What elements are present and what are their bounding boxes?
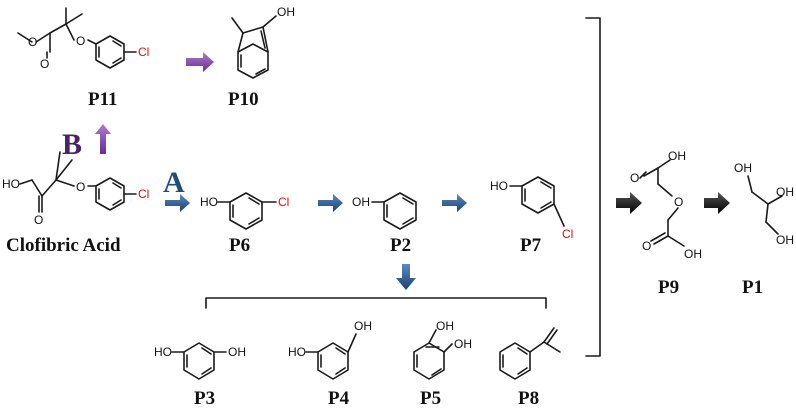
atom-label: OH bbox=[454, 337, 472, 351]
pathway-label-b: B bbox=[62, 128, 82, 161]
molecule-p6: HO Cl bbox=[200, 192, 289, 230]
atom-label-cl: Cl bbox=[562, 227, 573, 241]
arrow-a-2 bbox=[318, 194, 343, 212]
label-p6: P6 bbox=[229, 235, 250, 256]
atom-label: HO bbox=[2, 177, 20, 191]
atom-label: OH bbox=[354, 319, 372, 333]
atom-label: OH bbox=[352, 195, 370, 209]
atom-label: OH bbox=[776, 233, 794, 247]
molecule-p4: HO OH bbox=[288, 319, 372, 380]
atom-label: O bbox=[40, 57, 49, 71]
atom-label-cl: Cl bbox=[138, 45, 149, 59]
atom-label: HO bbox=[490, 179, 508, 193]
label-p11: P11 bbox=[88, 89, 118, 110]
pathway-label-a: A bbox=[163, 166, 185, 199]
arrow-a-1 bbox=[165, 194, 190, 212]
atom-label: HO bbox=[200, 195, 218, 209]
label-p1: P1 bbox=[742, 277, 763, 298]
atom-label: OH bbox=[668, 149, 686, 163]
arrow-p2-down bbox=[396, 264, 416, 290]
label-p7: P7 bbox=[520, 235, 542, 256]
molecule-p11: O O O Cl bbox=[17, 7, 149, 71]
label-clofibric-acid: Clofibric Acid bbox=[6, 235, 121, 256]
molecule-p1: OH OH OH bbox=[734, 161, 794, 247]
label-p4: P4 bbox=[328, 388, 350, 409]
molecule-p8 bbox=[499, 327, 561, 380]
atom-label-cl: Cl bbox=[138, 187, 149, 201]
bracket-p3-p8 bbox=[205, 297, 547, 309]
label-p5: P5 bbox=[420, 388, 441, 409]
atom-label: OH bbox=[228, 345, 246, 359]
molecule-p2: OH bbox=[352, 192, 417, 230]
atom-label: O bbox=[674, 195, 683, 209]
label-p9: P9 bbox=[658, 277, 679, 298]
atom-label: O bbox=[28, 35, 37, 49]
arrow-to-p1 bbox=[704, 192, 730, 214]
label-p10: P10 bbox=[228, 89, 259, 110]
molecule-clofibric-acid: HO O O Cl bbox=[2, 151, 149, 227]
atom-label: O bbox=[642, 239, 651, 253]
atom-label: O bbox=[34, 213, 43, 227]
arrow-p11-to-p10 bbox=[186, 52, 214, 72]
bracket-main bbox=[585, 17, 601, 357]
arrow-a-3 bbox=[442, 194, 467, 212]
atom-label: HO bbox=[288, 345, 306, 359]
molecule-p3: HO OH bbox=[154, 342, 246, 380]
atom-label: O bbox=[76, 34, 85, 48]
label-p3: P3 bbox=[194, 388, 215, 409]
atom-label: OH bbox=[776, 185, 794, 199]
label-p8: P8 bbox=[518, 388, 539, 409]
atom-label: OH bbox=[734, 161, 752, 175]
molecule-p9: OH O O O OH bbox=[630, 149, 702, 261]
molecule-p10: OH bbox=[231, 5, 295, 79]
label-p2: P2 bbox=[390, 235, 411, 256]
atom-label: HO bbox=[154, 345, 172, 359]
atom-label: O bbox=[76, 180, 85, 194]
atom-label: OH bbox=[436, 319, 454, 333]
atom-label-cl: Cl bbox=[278, 195, 289, 209]
molecule-p5: OH OH bbox=[413, 319, 472, 380]
arrow-b-up bbox=[95, 124, 111, 154]
atom-label: O bbox=[630, 171, 639, 185]
arrow-to-p9 bbox=[616, 192, 642, 214]
atom-label: OH bbox=[684, 247, 702, 261]
atom-label: OH bbox=[277, 5, 295, 19]
molecule-p7: HO Cl bbox=[490, 176, 573, 241]
